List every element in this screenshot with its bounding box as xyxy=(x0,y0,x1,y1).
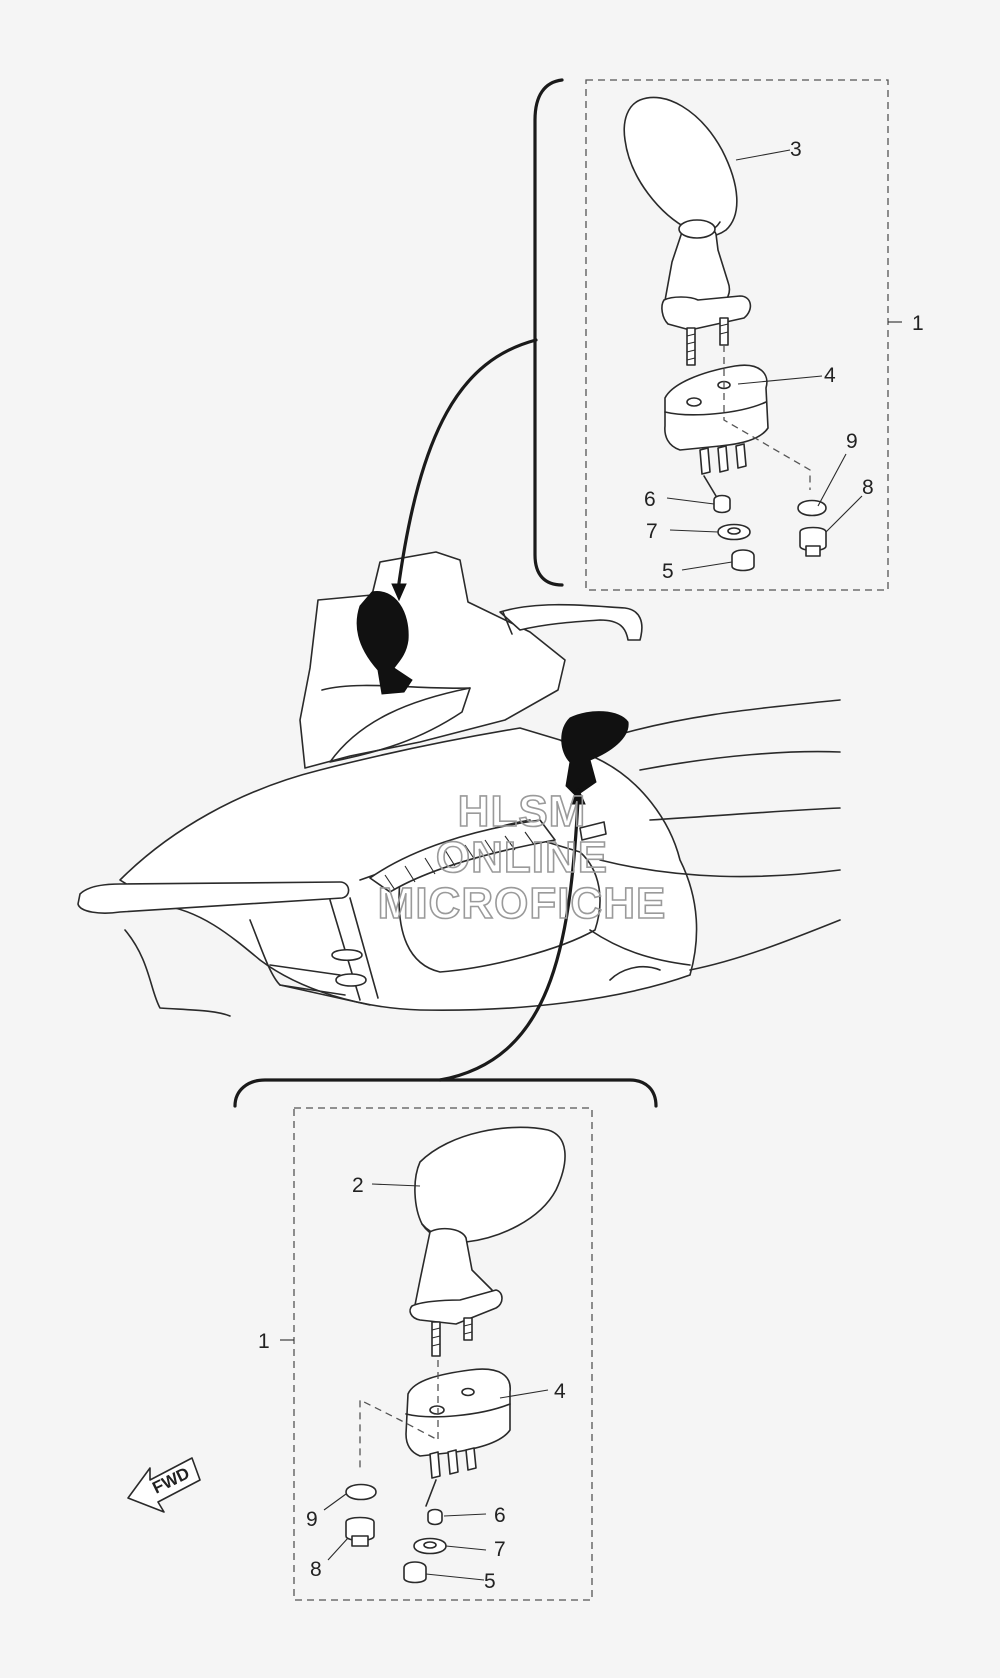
callout-3: 3 xyxy=(790,138,802,161)
callout-4-top: 4 xyxy=(824,364,836,387)
watermark-line-1: HLSM xyxy=(458,787,587,836)
mirror-right-base xyxy=(664,364,769,451)
mirror-left-base xyxy=(405,1368,511,1457)
washer-7-top xyxy=(717,523,751,541)
callout-1-top: 1 xyxy=(912,312,924,335)
washer-9-top xyxy=(797,499,827,517)
washer-7-bottom xyxy=(413,1537,447,1555)
callout-4-bottom: 4 xyxy=(554,1380,566,1403)
callout-5-top: 5 xyxy=(662,560,674,583)
cap-nut-5-bottom xyxy=(403,1561,427,1584)
handlebar xyxy=(499,603,643,641)
cap-nut-5-top xyxy=(731,549,755,572)
mirror-location-left xyxy=(561,711,629,797)
snowmobile-body xyxy=(77,551,841,1017)
callout-8-top: 8 xyxy=(862,476,874,499)
callout-6-top: 6 xyxy=(644,488,656,511)
mirror-right-head xyxy=(623,96,738,237)
nut-6-bottom xyxy=(427,1508,443,1526)
nut-8-bottom xyxy=(345,1516,375,1542)
callout-2: 2 xyxy=(352,1174,364,1197)
inset-bottom: 2 1 4 6 7 5 9 8 xyxy=(233,1078,658,1601)
callout-5-bottom: 5 xyxy=(484,1570,496,1593)
callout-9-top: 9 xyxy=(846,430,858,453)
watermark-line-3: MICROFICHE xyxy=(378,879,667,928)
nut-6-top xyxy=(713,494,731,514)
nut-8-top xyxy=(799,526,827,552)
fwd-arrow-icon: FWD xyxy=(127,1457,201,1513)
callout-7-bottom: 7 xyxy=(494,1538,506,1561)
mirror-left-head xyxy=(414,1126,566,1244)
leader-arrow-top xyxy=(396,338,538,592)
callout-1-bottom: 1 xyxy=(258,1330,270,1353)
callout-9-bottom: 9 xyxy=(306,1508,318,1531)
watermark: HLSM ONLINE MICROFICHE xyxy=(377,786,667,929)
callout-6-bottom: 6 xyxy=(494,1504,506,1527)
callout-7-top: 7 xyxy=(646,520,658,543)
front-bumper xyxy=(77,881,350,914)
leader-arrow-bottom xyxy=(438,798,580,1082)
inset-top: 3 4 1 9 8 6 7 5 xyxy=(533,78,924,591)
mirror-location-right xyxy=(356,591,413,695)
vent-grill xyxy=(369,819,556,893)
washer-9-bottom xyxy=(345,1483,377,1501)
watermark-line-2: ONLINE xyxy=(436,833,608,882)
front-suspension xyxy=(269,897,379,1001)
callout-8-bottom: 8 xyxy=(310,1558,322,1581)
